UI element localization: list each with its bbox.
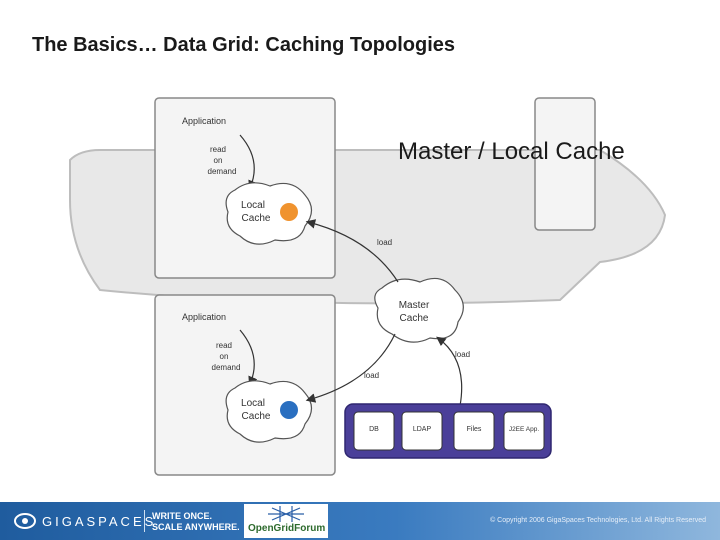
data-source-db: DB (353, 411, 395, 451)
slogan: WRITE ONCE. SCALE ANYWHERE. (152, 511, 240, 533)
slide-title: The Basics… Data Grid: Caching Topologie… (32, 34, 456, 56)
top-read-line3: demand (208, 167, 237, 176)
logo-text: GIGASPACES (42, 513, 157, 529)
right-panel (534, 97, 596, 231)
top-cache-dot (280, 203, 298, 221)
ds-label-db: DB (369, 426, 379, 433)
load-label-top: load (377, 238, 392, 247)
gigaspaces-logo-icon (14, 513, 36, 529)
ds-label-files: Files (467, 426, 482, 433)
footer-bar: GIGASPACES WRITE ONCE. SCALE ANYWHERE. O… (0, 502, 720, 540)
ds-label-j2ee: J2EE App. (509, 426, 540, 433)
load-arrow-ds (436, 336, 463, 407)
top-cache-line1: Local (241, 200, 265, 211)
top-local-cache-cloud (225, 182, 313, 245)
ds-label-ldap: LDAP (413, 426, 432, 433)
top-cache-line2: Cache (242, 213, 271, 224)
gigaspaces-logo: GIGASPACES (14, 513, 156, 529)
load-arrow-top (305, 219, 399, 283)
data-source-files: Files (453, 411, 495, 451)
bottom-app-label: Application (182, 312, 226, 322)
master-line2: Cache (400, 313, 429, 324)
load-label-bottom: load (364, 371, 379, 380)
bottom-cache-line1: Local (241, 398, 265, 409)
copyright: © Copyright 2006 GigaSpaces Technologies… (490, 517, 706, 524)
slogan-line1: WRITE ONCE. (152, 511, 212, 521)
master-line1: Master (399, 300, 430, 311)
bottom-local-cache-cloud (225, 380, 313, 443)
bottom-read-line1: read (216, 341, 232, 350)
bottom-cache-line2: Cache (242, 411, 271, 422)
data-source-ldap: LDAP (401, 411, 443, 451)
slogan-line2: SCALE ANYWHERE. (152, 522, 240, 532)
bottom-cache-dot (280, 401, 298, 419)
footer-divider (144, 510, 145, 532)
top-app-label: Application (182, 116, 226, 126)
top-read-line2: on (214, 156, 223, 165)
load-label-ds: load (455, 350, 470, 359)
data-sources-box (344, 403, 552, 459)
topology-label: Master / Local Cache (398, 138, 625, 165)
bottom-read-arrow (239, 329, 258, 387)
open-grid-forum-logo: OpenGridForum (244, 504, 328, 538)
grid-logo-icon (268, 506, 304, 522)
bottom-read-line3: demand (212, 363, 241, 372)
data-source-j2ee: J2EE App. (503, 411, 545, 451)
top-read-line1: read (210, 145, 226, 154)
master-cache-cloud (374, 277, 464, 343)
bottom-read-line2: on (220, 352, 229, 361)
ogf-text: OpenGridForum (248, 523, 326, 534)
load-arrow-bottom (305, 333, 396, 403)
